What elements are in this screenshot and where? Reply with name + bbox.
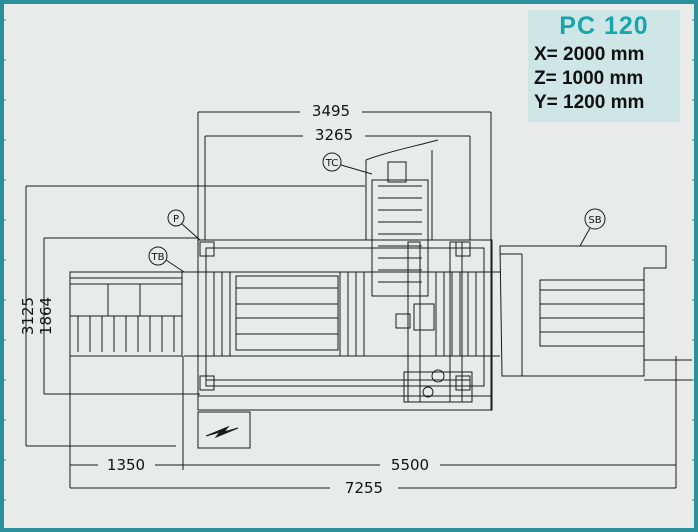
gantry bbox=[206, 241, 473, 403]
top-dimensions bbox=[197, 111, 492, 410]
frame-ticks bbox=[0, 19, 698, 501]
dim-left-inner: 1864 bbox=[37, 297, 55, 335]
spec-panel: PC 120 X= 2000 mm Z= 1000 mm Y= 1200 mm bbox=[528, 10, 680, 122]
dim-top-inner: 3265 bbox=[315, 126, 353, 144]
callout-p-label: P bbox=[173, 214, 179, 225]
bottom-dimensions bbox=[69, 356, 677, 489]
main-bed bbox=[184, 239, 500, 449]
left-station bbox=[69, 271, 198, 357]
spec-y: Y= 1200 mm bbox=[534, 92, 645, 113]
callouts bbox=[148, 152, 606, 273]
dim-bottom-mid: 5500 bbox=[391, 456, 429, 474]
dim-top-overall: 3495 bbox=[312, 102, 350, 120]
side-bench bbox=[499, 245, 692, 381]
callout-tb-label: TB bbox=[151, 252, 165, 263]
callout-tc-label: TC bbox=[325, 158, 339, 169]
dim-left-outer: 3125 bbox=[19, 297, 37, 335]
spec-x: X= 2000 mm bbox=[534, 44, 645, 65]
dim-bottom-left: 1350 bbox=[107, 456, 145, 474]
tool-changer bbox=[365, 139, 439, 297]
dim-bottom-total: 7255 bbox=[345, 479, 383, 497]
spec-z: Z= 1000 mm bbox=[534, 68, 644, 89]
callout-sb-label: SB bbox=[588, 215, 601, 226]
left-dimensions bbox=[25, 185, 365, 447]
model-title: PC 120 bbox=[559, 12, 649, 40]
